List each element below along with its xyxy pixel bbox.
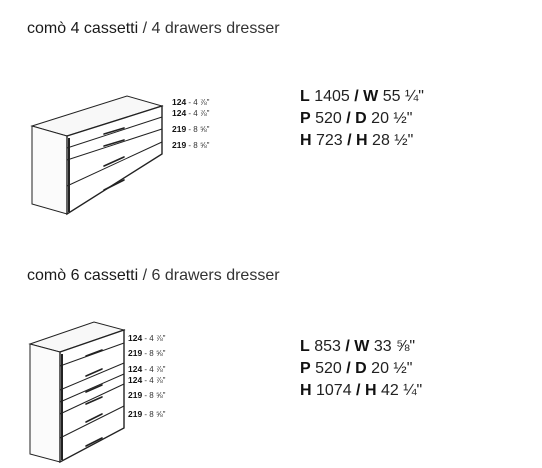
drawer-label: 124 - 4 ⅞" <box>172 108 210 118</box>
title-english: 6 drawers dresser <box>151 267 280 284</box>
dresser-6-dimensions: L 853 / W 33 ⅝" P 520 / D 20 ½" H 1074 /… <box>300 336 422 402</box>
dimension-row: P 520 / D 20 ½" <box>300 110 413 127</box>
dresser-6-title: comò 6 cassetti / 6 drawers dresser <box>27 267 280 284</box>
title-italian: comò 4 cassetti <box>27 20 139 37</box>
title-italian: comò 6 cassetti <box>27 267 139 284</box>
dimension-row: P 520 / D 20 ½" <box>300 360 413 377</box>
drawer-label: 219 - 8 ⅝" <box>128 409 166 419</box>
dimension-row: L 1405 / W 55 ¼" <box>300 88 424 105</box>
drawer-label: 219 - 8 ⅝" <box>128 390 166 400</box>
dresser-6-drawing <box>28 321 126 464</box>
dimension-row: L 853 / W 33 ⅝" <box>300 338 416 355</box>
drawer-label: 124 - 4 ⅞" <box>128 333 166 343</box>
dresser-6-section: comò 6 cassetti / 6 drawers dresser <box>0 250 542 468</box>
drawer-label: 219 - 8 ⅝" <box>172 140 210 150</box>
drawer-label: 124 - 4 ⅞" <box>128 364 166 374</box>
dimension-row: H 1074 / H 42 ¼" <box>300 382 423 399</box>
drawer-label: 124 - 4 ⅞" <box>172 97 210 107</box>
drawer-label: 219 - 8 ⅝" <box>128 348 166 358</box>
dresser-4-drawing <box>30 95 164 216</box>
drawer-label: 124 - 4 ⅞" <box>128 375 166 385</box>
drawer-label: 219 - 8 ⅝" <box>172 124 210 134</box>
dresser-4-title: comò 4 cassetti / 4 drawers dresser <box>27 20 280 37</box>
handle-1 <box>103 127 125 135</box>
dresser-4-section: comò 4 cassetti / 4 drawers dresser 124 … <box>27 20 424 216</box>
dresser-4-dimensions: L 1405 / W 55 ¼" P 520 / D 20 ½" H 723 /… <box>300 86 424 152</box>
dimension-row: H 723 / H 28 ½" <box>300 132 414 149</box>
title-english: 4 drawers dresser <box>151 20 280 37</box>
